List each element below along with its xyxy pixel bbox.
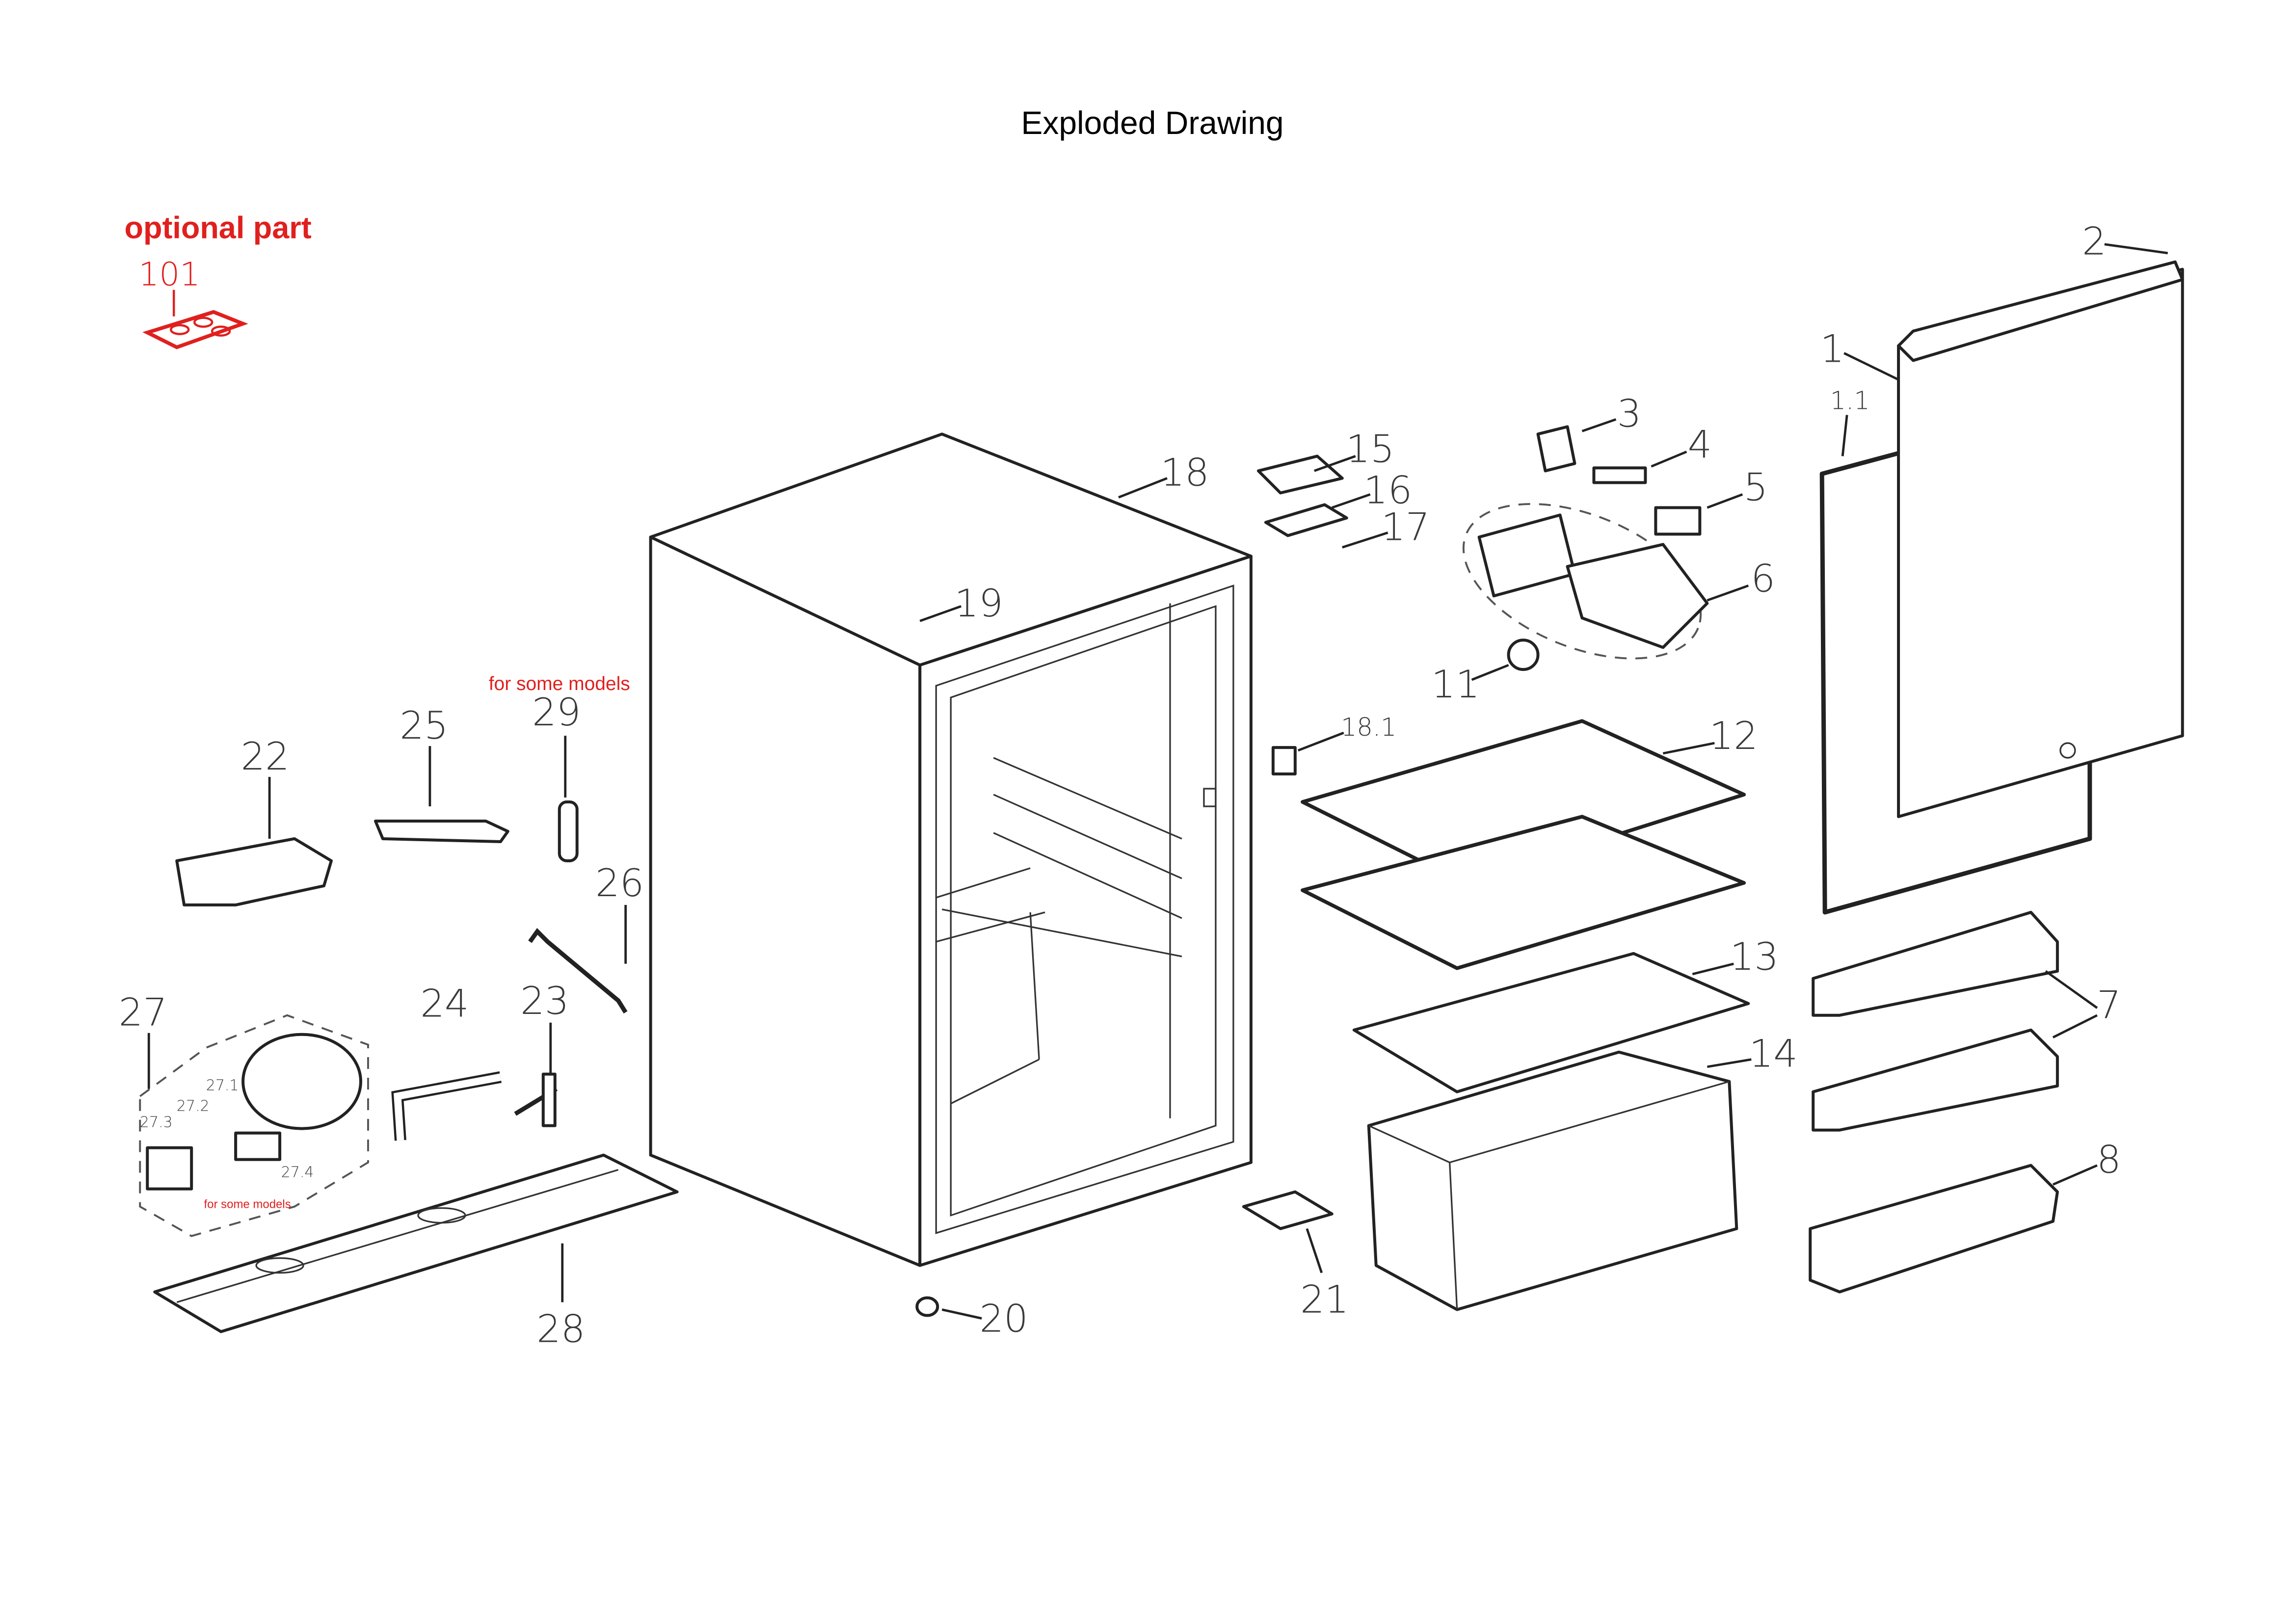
label-17: 17 (1381, 505, 1430, 549)
label-6: 6 (1751, 557, 1775, 601)
optional-part: optional part 101 (125, 211, 312, 349)
cabinet (649, 432, 1253, 1267)
label-15: 15 (1346, 427, 1394, 471)
label-27-3: 27.3 (140, 1114, 173, 1131)
label-5: 5 (1743, 465, 1768, 509)
label-101: 101 (138, 256, 200, 293)
label-28: 28 (536, 1307, 585, 1351)
label-21: 21 (1300, 1277, 1349, 1322)
note-for-some-models-27: for some models (204, 1198, 291, 1211)
label-26: 26 (595, 861, 644, 905)
label-23: 23 (520, 979, 569, 1023)
label-4: 4 (1688, 423, 1712, 467)
optional-part-heading: optional part (125, 211, 312, 245)
door-bins (1809, 910, 2059, 1294)
door (1819, 260, 2184, 915)
label-1-1: 1.1 (1830, 386, 1870, 415)
machine-parts (139, 800, 679, 1333)
part-labels: 2 1 1.1 3 4 5 6 15 16 17 18 19 11 18.1 1… (119, 220, 2121, 1352)
label-13: 13 (1730, 935, 1779, 979)
label-14: 14 (1749, 1032, 1798, 1076)
label-16: 16 (1363, 468, 1412, 512)
label-19: 19 (955, 582, 1003, 626)
label-8: 8 (2097, 1138, 2121, 1182)
label-7: 7 (2097, 984, 2121, 1028)
label-3: 3 (1617, 392, 1642, 436)
leader-lines (147, 243, 2168, 1320)
egg-tray-icon (142, 310, 248, 349)
label-25: 25 (400, 704, 448, 748)
label-12: 12 (1709, 714, 1758, 758)
label-27-1: 27.1 (206, 1077, 239, 1094)
label-27-4: 27.4 (281, 1164, 314, 1181)
label-24: 24 (420, 982, 469, 1026)
label-27: 27 (119, 991, 167, 1035)
label-11: 11 (1431, 663, 1480, 707)
label-20: 20 (980, 1297, 1028, 1341)
page-title: Exploded Drawing (1021, 105, 1283, 141)
label-1: 1 (1820, 327, 1844, 372)
label-29: 29 (532, 691, 581, 735)
small-parts (915, 425, 1709, 1317)
label-18: 18 (1160, 451, 1209, 495)
note-for-some-models-29: for some models (489, 673, 630, 694)
shelves (1301, 719, 1750, 1311)
label-27-2: 27.2 (177, 1098, 210, 1115)
label-18-1: 18.1 (1341, 713, 1396, 742)
label-2: 2 (2082, 220, 2107, 264)
label-22: 22 (240, 735, 289, 779)
